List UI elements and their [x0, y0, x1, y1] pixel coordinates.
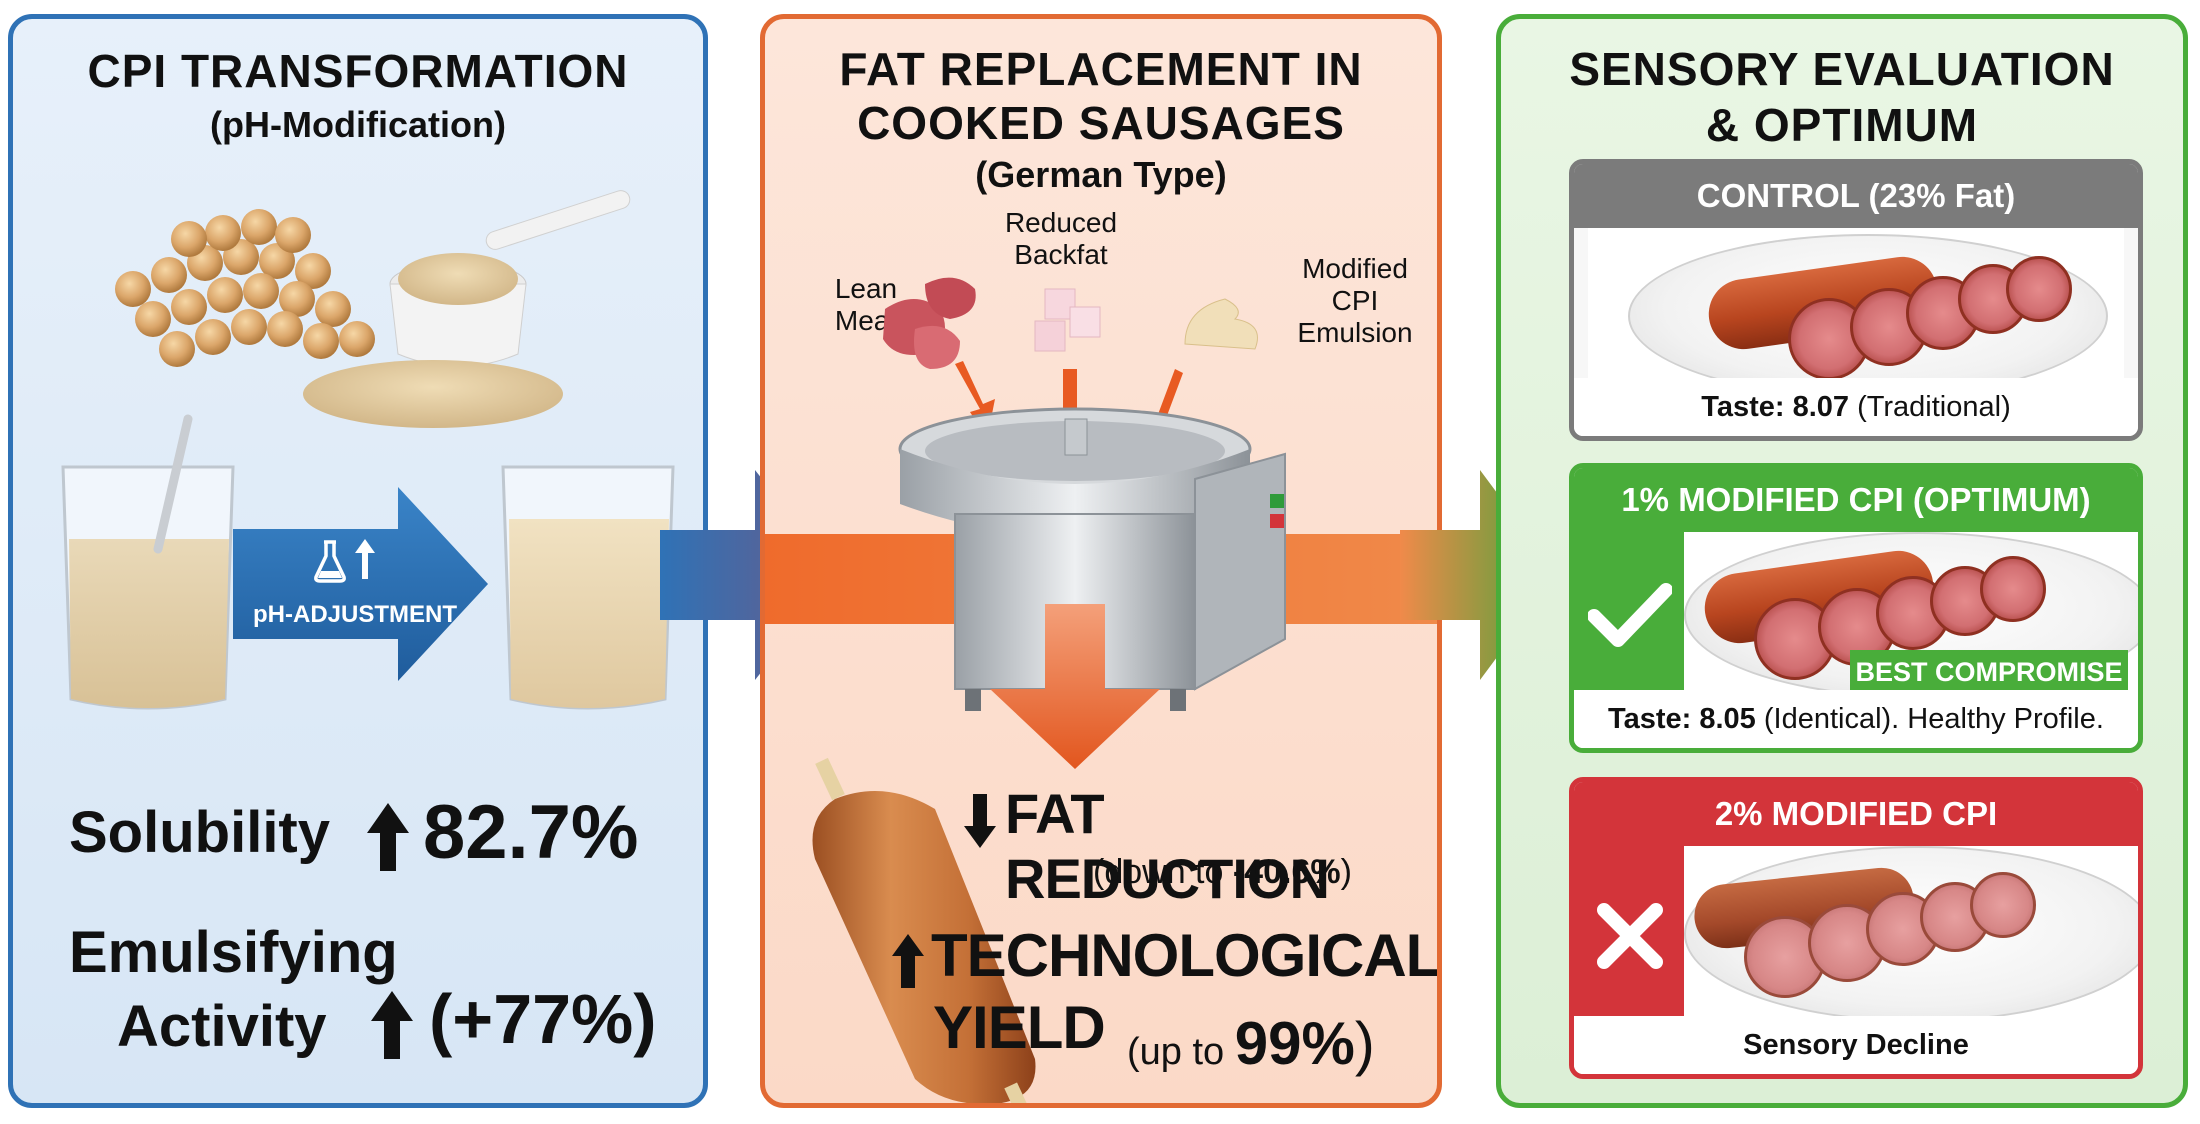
ingredient-label: Reduced	[1004, 207, 1118, 238]
decline-card: 2% MODIFIED CPI Sensory Decline	[1569, 777, 2143, 1079]
solubility-value: 82.7%	[423, 790, 639, 875]
taste-score: Taste: 8.05	[1608, 703, 1756, 735]
ingredient-modified-cpi: Modified CPI Emulsion	[1285, 253, 1425, 349]
ph-adjustment-label: pH-ADJUSTMENT	[253, 601, 457, 628]
ingredient-label: Lean	[834, 273, 898, 304]
solubility-label: Solubility	[69, 800, 330, 865]
panel-title-line1: SENSORY EVALUATION	[1569, 43, 2115, 95]
card-header: CONTROL (23% Fat)	[1574, 164, 2138, 228]
card-footer: Taste: 8.05 (Identical). Healthy Profile…	[1574, 690, 2138, 748]
ingredient-reduced-backfat: Reduced Backfat	[991, 207, 1131, 271]
emulsifying-value: (+77%)	[429, 980, 657, 1058]
card-header: 2% MODIFIED CPI	[1574, 782, 2138, 846]
panel-title-line2: COOKED SAUSAGES	[857, 97, 1345, 149]
card-footer: Sensory Decline	[1574, 1016, 2138, 1074]
yield-detail: (up to 99%)	[1127, 1009, 1375, 1078]
cross-icon	[1597, 903, 1663, 969]
detail-text: (down to	[1093, 853, 1233, 891]
ingredient-label: Modified	[1302, 253, 1408, 284]
control-card: CONTROL (23% Fat) Taste: 8.07 (Tradition…	[1569, 159, 2143, 441]
card-header: 1% MODIFIED CPI (OPTIMUM)	[1574, 468, 2138, 532]
sausage-plate-image	[1684, 532, 2138, 702]
chickpeas-and-powder-illustration	[115, 190, 631, 428]
up-arrow-icon	[355, 539, 375, 579]
fat-reduction-title: FAT REDUCTION	[1005, 782, 1330, 910]
taste-score: Taste: 8.07	[1701, 391, 1850, 423]
taste-note: (Traditional)	[1849, 391, 2011, 423]
up-arrow-icon	[367, 803, 409, 871]
detail-text: (up to	[1127, 1031, 1235, 1073]
sausage-roll-illustration	[812, 757, 1036, 1103]
emulsifying-label-line1: Emulsifying	[69, 920, 398, 985]
detail-text: )	[1340, 853, 1352, 891]
ingredient-label: CPI	[1331, 285, 1379, 316]
detail-text: )	[1354, 1010, 1375, 1077]
flask-icon	[314, 540, 346, 583]
panel-title-line1: FAT REPLACEMENT IN	[839, 43, 1363, 95]
technological-title: TECHNOLOGICAL	[931, 922, 1442, 989]
sensory-evaluation-panel: SENSORY EVALUATION & OPTIMUM CONTROL (23…	[1496, 14, 2188, 1108]
checkmark-icon	[1588, 583, 1672, 647]
up-arrow-icon	[371, 991, 413, 1059]
panel-subtitle: (German Type)	[975, 154, 1227, 195]
panel-subtitle: (pH-Modification)	[210, 104, 506, 145]
yield-value: 99%	[1234, 1010, 1355, 1077]
yield-title: YIELD	[933, 994, 1106, 1061]
down-arrow-icon	[964, 794, 996, 848]
panel-title-line2: & OPTIMUM	[1705, 99, 1979, 151]
panel-title: CPI TRANSFORMATION	[87, 45, 629, 97]
optimum-card: 1% MODIFIED CPI (OPTIMUM) BEST COMPROMIS…	[1569, 463, 2143, 753]
sausage-plate-image	[1684, 846, 2138, 1026]
ingredient-label: Emulsion	[1297, 317, 1413, 348]
best-compromise-badge: BEST COMPROMISE	[1850, 650, 2128, 694]
mixer-illustration	[765, 277, 1437, 769]
card-footer: Taste: 8.07 (Traditional)	[1574, 378, 2138, 436]
sausage-plate-image	[1588, 228, 2124, 404]
taste-note: (Identical). Healthy Profile.	[1755, 703, 2104, 735]
emulsifying-label-line2: Activity	[117, 994, 327, 1059]
beakers-illustration	[61, 414, 675, 710]
ingredient-label: Backfat	[1014, 239, 1108, 270]
fat-reduction-value: -40.6%	[1232, 853, 1341, 891]
up-arrow-icon	[892, 934, 924, 988]
fat-replacement-panel: FAT REPLACEMENT IN COOKED SAUSAGES (Germ…	[760, 14, 1442, 1108]
fat-reduction-detail: (down to -40.6%)	[1093, 853, 1352, 892]
cpi-transformation-panel: CPI TRANSFORMATION (pH-Modification)	[8, 14, 708, 1108]
